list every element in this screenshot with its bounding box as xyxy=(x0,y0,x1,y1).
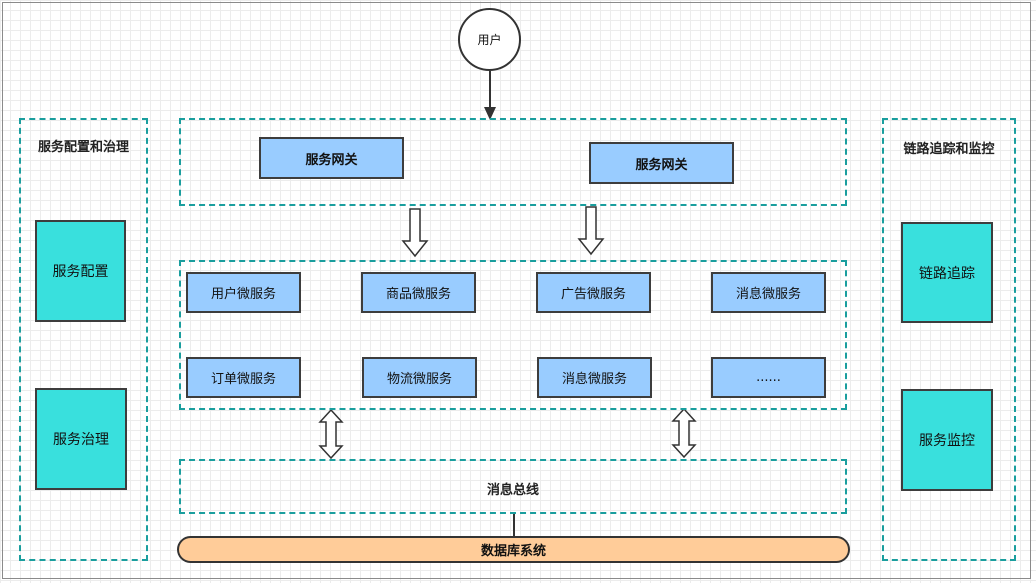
service-box-message: 消息微服务 xyxy=(711,272,826,313)
user-arrow-head xyxy=(484,107,496,120)
gateway-down-arrow-left xyxy=(401,208,429,258)
left-panel-title: 服务配置和治理 xyxy=(37,140,129,155)
service-box-ad: 广告微服务 xyxy=(536,272,651,313)
gateway-down-arrow-right xyxy=(577,206,605,256)
gateway-box-2: 服务网关 xyxy=(589,142,734,184)
service-box-more: ...... xyxy=(711,357,826,398)
service-box-order: 订单微服务 xyxy=(186,357,301,398)
right-panel xyxy=(882,118,1016,561)
services-region xyxy=(179,260,847,410)
bus-double-arrow-right xyxy=(671,407,697,459)
service-box-logistics: 物流微服务 xyxy=(362,357,477,398)
service-box-product: 商品微服务 xyxy=(361,272,476,313)
monitoring-box: 服务监控 xyxy=(901,389,993,491)
bus-double-arrow-left xyxy=(318,408,344,460)
database-bar: 数据库系统 xyxy=(177,536,850,563)
tracing-box: 链路追踪 xyxy=(901,222,993,323)
gateway-region xyxy=(179,118,847,206)
user-node: 用户 xyxy=(458,8,521,71)
message-bus-region xyxy=(179,459,847,514)
gateway-box-1: 服务网关 xyxy=(259,137,404,179)
left-panel xyxy=(19,118,148,561)
service-config-box: 服务配置 xyxy=(35,220,126,322)
message-bus-label: 消息总线 xyxy=(486,483,539,498)
service-governance-box: 服务治理 xyxy=(35,388,127,490)
service-box-user: 用户微服务 xyxy=(186,272,301,313)
right-panel-title: 链路追踪和监控 xyxy=(903,142,995,157)
service-box-message-2: 消息微服务 xyxy=(537,357,652,398)
